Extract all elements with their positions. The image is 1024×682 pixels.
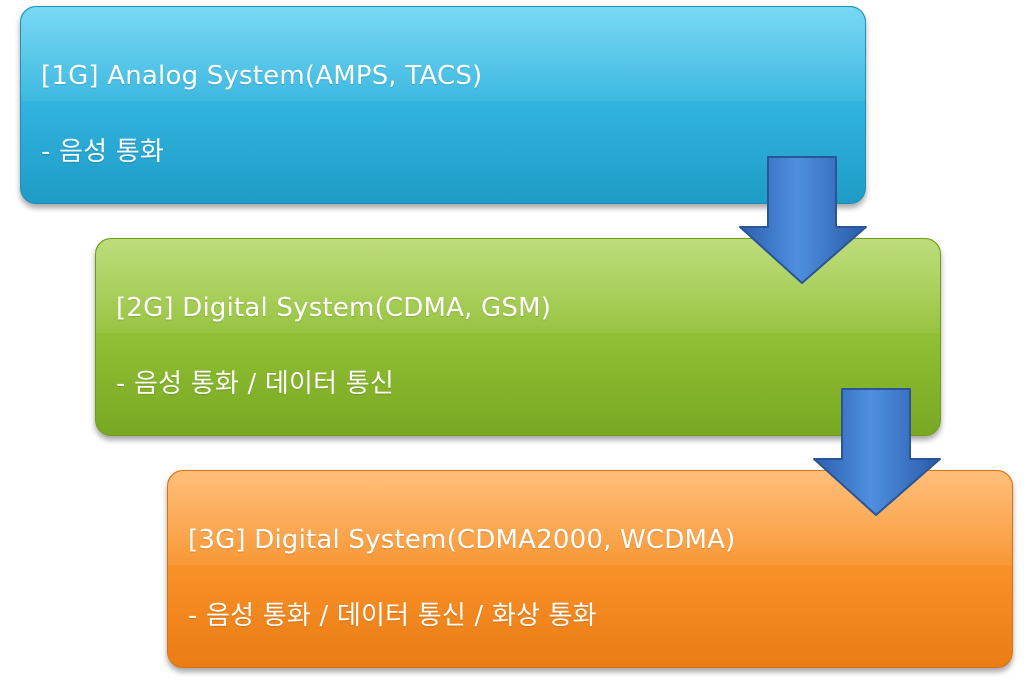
stage-2g-title: [2G] Digital System(CDMA, GSM): [116, 293, 552, 323]
stage-1g-title: [1G] Analog System(AMPS, TACS): [41, 61, 483, 91]
down-arrow-icon: [813, 388, 941, 516]
stage-2g-detail: - 음성 통화 / 데이터 통신: [116, 369, 394, 399]
stage-1g-detail: - 음성 통화: [41, 137, 164, 167]
stage-1g-box: [1G] Analog System(AMPS, TACS) - 음성 통화: [20, 6, 866, 204]
stage-3g-detail: - 음성 통화 / 데이터 통신 / 화상 통화: [188, 601, 597, 631]
stage-3g-title: [3G] Digital System(CDMA2000, WCDMA): [188, 525, 736, 555]
down-arrow-icon: [739, 156, 867, 284]
